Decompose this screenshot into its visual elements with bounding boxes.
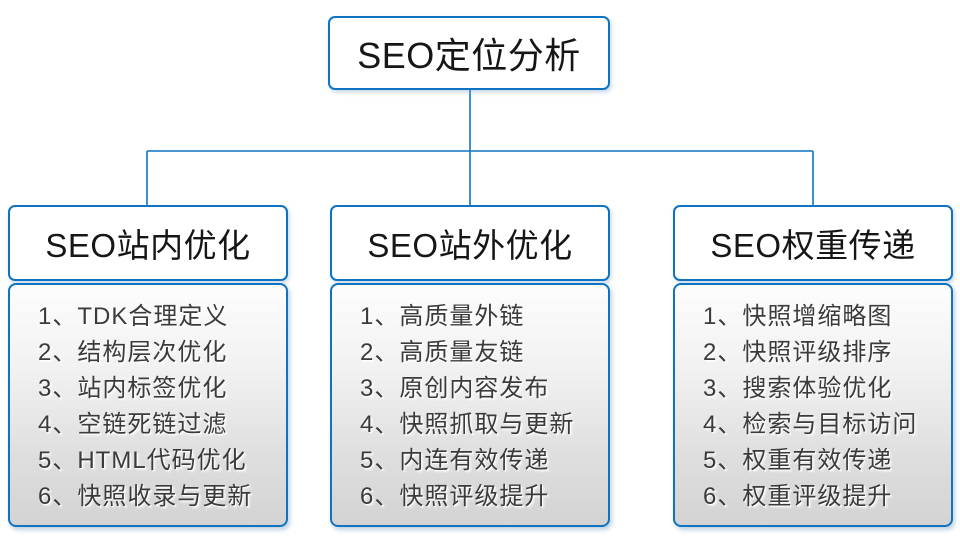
root-node-label: SEO定位分析 (357, 35, 581, 76)
list-item: 6、快照评级提升 (360, 483, 550, 510)
list-item: 3、原创内容发布 (360, 375, 550, 402)
list-item: 5、内连有效传递 (360, 447, 550, 474)
list-item: 4、空链死链过滤 (38, 411, 228, 438)
list-item: 6、快照收录与更新 (38, 483, 253, 510)
branch-header-label: SEO权重传递 (710, 227, 916, 264)
branch-list-offsite: 1、高质量外链 2、高质量友链 3、原创内容发布 4、快照抓取与更新 5、内连有… (330, 283, 610, 527)
list-item: 5、权重有效传递 (703, 447, 893, 474)
list-item: 2、高质量友链 (360, 339, 525, 366)
branch-header-label: SEO站外优化 (367, 227, 573, 264)
list-item: 6、权重评级提升 (703, 483, 893, 510)
branch-header-label: SEO站内优化 (45, 227, 251, 264)
list-item: 5、HTML代码优化 (38, 447, 247, 474)
branch-item-list: 1、快照增缩略图 2、快照评级排序 3、搜索体验优化 4、检索与目标访问 5、权… (703, 299, 943, 515)
list-item: 1、快照增缩略图 (703, 303, 893, 330)
list-item: 1、高质量外链 (360, 303, 525, 330)
root-node: SEO定位分析 (328, 16, 610, 90)
branch-header-offsite: SEO站外优化 (330, 205, 610, 281)
branch-list-weight: 1、快照增缩略图 2、快照评级排序 3、搜索体验优化 4、检索与目标访问 5、权… (673, 283, 953, 527)
list-item: 1、TDK合理定义 (38, 303, 229, 330)
list-item: 3、搜索体验优化 (703, 375, 893, 402)
branch-header-onsite: SEO站内优化 (8, 205, 288, 281)
list-item: 4、检索与目标访问 (703, 411, 918, 438)
branch-list-onsite: 1、TDK合理定义 2、结构层次优化 3、站内标签优化 4、空链死链过滤 5、H… (8, 283, 288, 527)
list-item: 2、快照评级排序 (703, 339, 893, 366)
list-item: 4、快照抓取与更新 (360, 411, 575, 438)
list-item: 3、站内标签优化 (38, 375, 228, 402)
branch-header-weight: SEO权重传递 (673, 205, 953, 281)
list-item: 2、结构层次优化 (38, 339, 228, 366)
branch-item-list: 1、高质量外链 2、高质量友链 3、原创内容发布 4、快照抓取与更新 5、内连有… (360, 299, 600, 515)
branch-item-list: 1、TDK合理定义 2、结构层次优化 3、站内标签优化 4、空链死链过滤 5、H… (38, 299, 278, 515)
